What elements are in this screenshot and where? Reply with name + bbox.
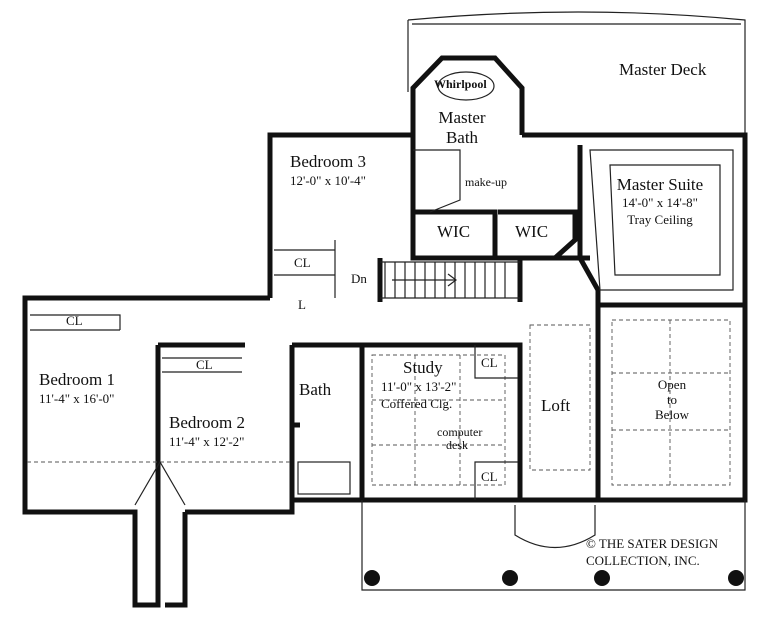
master-bath-label-line2: Bath <box>445 128 479 147</box>
study-closet-bottom-label: CL <box>481 469 498 484</box>
study-closet-top-label: CL <box>481 355 498 370</box>
open-below-grid <box>611 319 731 486</box>
bedroom1-label: Bedroom 1 <box>39 370 116 389</box>
whirlpool-label: Whirlpool <box>434 77 487 91</box>
porch-bay <box>514 505 596 549</box>
master-wing-walls <box>410 100 748 308</box>
bedroom1-closet-label: CL <box>66 313 83 328</box>
wic-left-label: WIC <box>437 222 471 241</box>
stair-arrow <box>392 273 457 287</box>
computer-desk-label-line1: computer <box>437 425 483 439</box>
bedroom2-closet-label: CL <box>196 357 213 372</box>
porch-outline <box>361 500 746 591</box>
master-deck-outline <box>407 11 746 135</box>
study-closets <box>474 345 518 500</box>
bath-walls <box>292 342 365 503</box>
bedroom3-label: Bedroom 3 <box>290 152 367 171</box>
bath-label: Bath <box>299 380 332 399</box>
porch-columns <box>364 570 744 586</box>
wic-walls <box>413 209 578 260</box>
study-walls <box>362 342 523 503</box>
copyright-line2: COLLECTION, INC. <box>586 553 700 568</box>
shower <box>413 149 461 213</box>
bedroom1-closet <box>30 314 121 331</box>
bedroom2-closet <box>162 357 242 373</box>
master-deck-label: Master Deck <box>619 60 707 79</box>
bedroom3-dimensions: 12'-0" x 10'-4" <box>290 173 366 188</box>
computer-desk-label-line2: desk <box>446 438 468 452</box>
linen-label: L <box>298 297 306 312</box>
master-suite-corner <box>577 145 601 305</box>
master-suite-dimensions: 14'-0" x 14'-8" <box>622 195 698 210</box>
make-up-label: make-up <box>465 175 507 189</box>
bay-lines <box>134 460 186 506</box>
stair-down-label: Dn <box>351 271 367 286</box>
bedroom3-closet <box>274 240 336 298</box>
loft-outline <box>529 324 591 471</box>
bedroom3-closet-label: CL <box>294 255 311 270</box>
master-suite-note: Tray Ceiling <box>627 212 693 227</box>
copyright-line1: © THE SATER DESIGN <box>586 536 719 551</box>
study-label: Study <box>403 358 443 377</box>
open-below-label-line2: to <box>666 392 678 407</box>
bedroom1-dimensions: 11'-4" x 16'-0" <box>39 391 115 406</box>
bedroom3-walls <box>267 132 413 298</box>
bedroom1-walls <box>22 295 270 608</box>
loft-label: Loft <box>541 396 571 415</box>
whirlpool-tub <box>437 71 495 101</box>
master-suite-label: Master Suite <box>616 175 704 194</box>
bedroom2-dimensions: 11'-4" x 12'-2" <box>169 434 245 449</box>
study-note: Coffered Clg. <box>381 396 453 411</box>
coffered-grid <box>371 354 506 486</box>
bedroom2-label: Bedroom 2 <box>169 413 246 432</box>
open-below-label-line1: Open <box>657 377 687 392</box>
bathtub <box>297 461 351 495</box>
tray-ceiling <box>589 149 734 291</box>
bedroom2-walls <box>158 342 295 608</box>
open-below-label-line3: Below <box>655 407 689 422</box>
stair-walls <box>377 258 523 302</box>
whirlpool-bay <box>410 55 525 135</box>
wic-right-label: WIC <box>515 222 549 241</box>
master-bath-label-line1: Master <box>438 108 486 127</box>
study-dimensions: 11'-0" x 13'-2" <box>381 379 457 394</box>
